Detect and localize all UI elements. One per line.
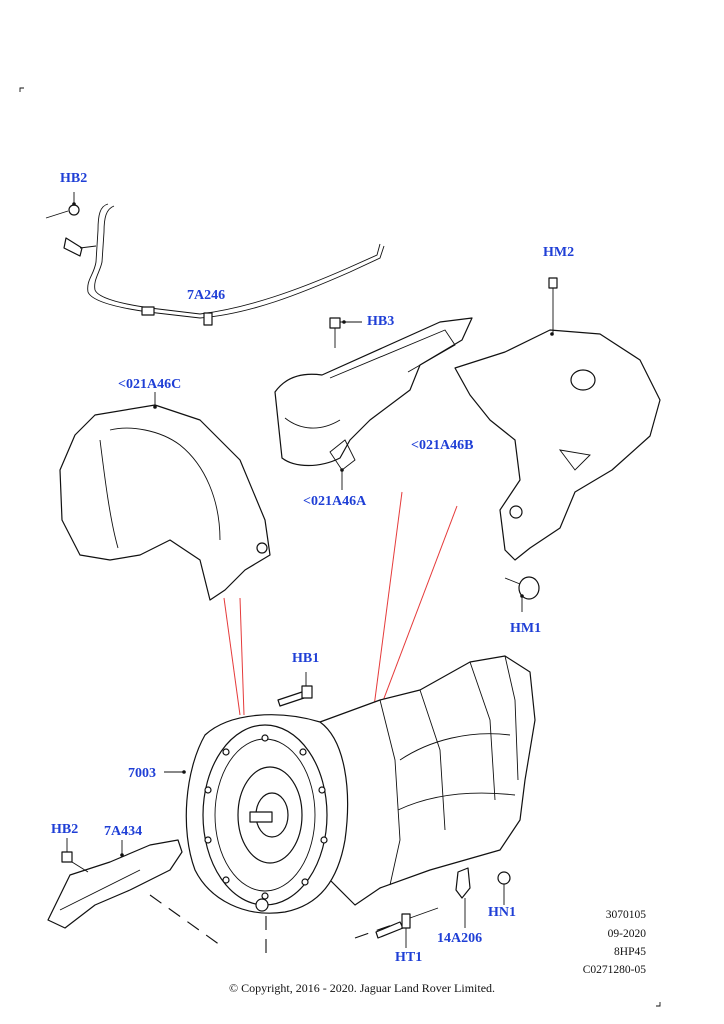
diagram-code: C0271280-05 (582, 964, 646, 976)
leader-red-4 (374, 505, 458, 723)
callout-hn1[interactable]: HN1 (488, 905, 516, 920)
callout-hb1[interactable]: HB1 (292, 651, 320, 666)
callout-ht1[interactable]: HT1 (395, 950, 423, 965)
callout-021a46a[interactable]: <021A46A (303, 494, 367, 509)
leader-red-1 (223, 597, 241, 716)
bracket-14a206 (455, 867, 471, 928)
leader-red-3 (371, 491, 403, 723)
bolt-hb1 (277, 672, 313, 707)
crop-mark-top-left (19, 87, 24, 92)
leader-red-2 (239, 597, 245, 716)
callout-hb2-bottom[interactable]: HB2 (51, 822, 79, 837)
callout-021a46c[interactable]: <021A46C (118, 377, 182, 392)
callout-14a206[interactable]: 14A206 (437, 931, 483, 946)
grommet-hm1 (504, 576, 540, 612)
sensor-ht1 (375, 907, 439, 948)
shield-7a434 (47, 839, 183, 929)
callout-hm1[interactable]: HM1 (510, 621, 542, 636)
heat-shield-021a46b (454, 300, 661, 561)
callout-7a434[interactable]: 7A434 (104, 824, 143, 839)
transmission-7003 (164, 655, 536, 914)
diagram-model: 8HP45 (614, 946, 646, 958)
callout-7003[interactable]: 7003 (128, 766, 156, 781)
callout-hb2-top[interactable]: HB2 (60, 171, 88, 186)
heat-shield-021a46c (59, 392, 271, 601)
callout-021a46b[interactable]: <021A46B (411, 438, 474, 453)
bolt-hb2-top (45, 192, 80, 219)
diagram-date: 09-2020 (607, 928, 646, 940)
callout-hb3[interactable]: HB3 (367, 314, 395, 329)
nut-hn1 (497, 871, 511, 905)
crop-mark-bottom-right (656, 1002, 661, 1007)
bolt-hb3 (329, 317, 362, 348)
heat-shield-021a46a (274, 317, 473, 490)
bolt-hm2 (548, 277, 558, 300)
callout-hm2[interactable]: HM2 (543, 245, 575, 260)
callout-7a246[interactable]: 7A246 (187, 288, 226, 303)
pipe-7a246 (63, 203, 385, 326)
assembly-dashes-right (354, 924, 393, 939)
bolt-hb2-bottom (61, 838, 89, 873)
assembly-dashes-left (149, 894, 267, 955)
diagram-ref-number: 3070105 (605, 909, 646, 921)
copyright-notice: © Copyright, 2016 - 2020. Jaguar Land Ro… (228, 981, 496, 995)
